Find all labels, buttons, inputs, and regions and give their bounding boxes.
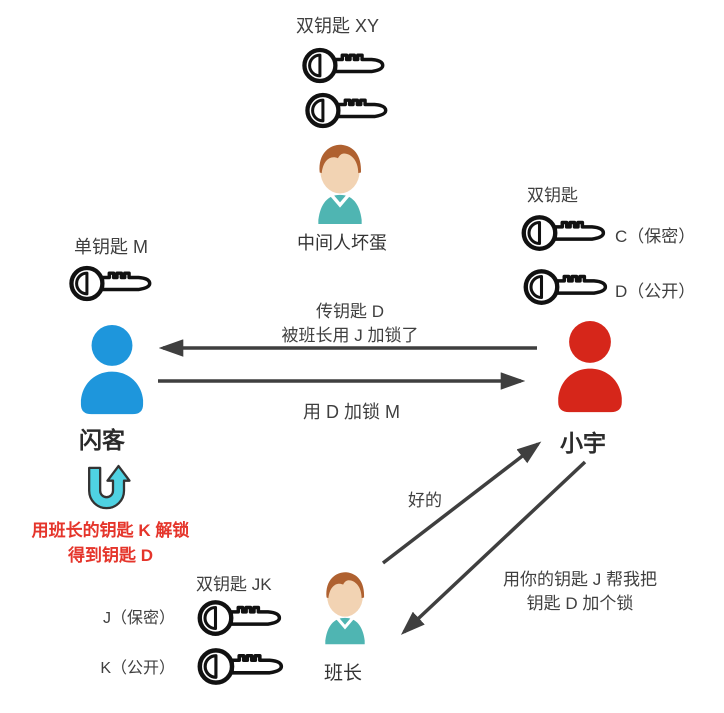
key-j-label: J（保密） — [102, 610, 175, 627]
message-pass-d-line2: 被班长用 J 加锁了 — [281, 325, 419, 345]
shanke-person-shape — [81, 325, 143, 414]
message-request-line1: 用你的钥匙 J 帮我把 — [503, 570, 657, 589]
shanke-key-label: 单钥匙 M — [74, 237, 148, 257]
uturn-shape — [89, 466, 129, 508]
key-c-icon — [519, 212, 609, 254]
uturn-arrow-icon — [80, 462, 135, 514]
banzhang-name: 班长 — [324, 663, 363, 684]
banzhang-keys-label: 双钥匙 JK — [196, 575, 272, 594]
message-request: 用你的钥匙 J 帮我把 钥匙 D 加个锁 — [480, 568, 680, 616]
banzhang-person-icon — [313, 568, 377, 648]
key-d-label: D（公开） — [615, 282, 696, 301]
message-pass-d-line1: 传钥匙 D — [316, 302, 384, 321]
unlock-note-line1: 用班长的钥匙 K 解锁 — [31, 521, 190, 540]
key-k-icon — [196, 645, 286, 688]
middleman-person-icon — [305, 140, 375, 228]
message-request-line2: 钥匙 D 加个锁 — [526, 593, 634, 613]
unlock-note-line2: 得到钥匙 D — [68, 545, 153, 565]
shanke-name: 闪客 — [79, 427, 125, 453]
middleman-name: 中间人坏蛋 — [297, 233, 387, 253]
xiaoyu-person-shape — [558, 321, 622, 412]
message-pass-d: 传钥匙 D 被班长用 J 加锁了 — [250, 300, 450, 348]
key-x-icon — [301, 44, 387, 87]
message-ok: 好的 — [408, 491, 442, 510]
shanke-person-icon — [70, 325, 154, 415]
arrow-banzhang-to-xiaoyu — [381, 441, 542, 565]
xiaoyu-keys-label: 双钥匙 — [527, 186, 578, 205]
message-lock-m: 用 D 加锁 M — [303, 402, 400, 422]
key-y-icon — [304, 89, 390, 132]
xiaoyu-person-icon — [547, 321, 633, 413]
key-j-icon — [196, 597, 284, 639]
key-m-icon — [68, 262, 154, 305]
middleman-keys-label: 双钥匙 XY — [296, 16, 380, 36]
unlock-note: 用班长的钥匙 K 解锁 得到钥匙 D — [8, 519, 213, 568]
key-k-label: K（公开） — [100, 660, 175, 677]
key-c-label: C（保密） — [615, 227, 696, 246]
xiaoyu-name: 小宇 — [560, 430, 606, 456]
key-d-icon — [521, 266, 611, 308]
